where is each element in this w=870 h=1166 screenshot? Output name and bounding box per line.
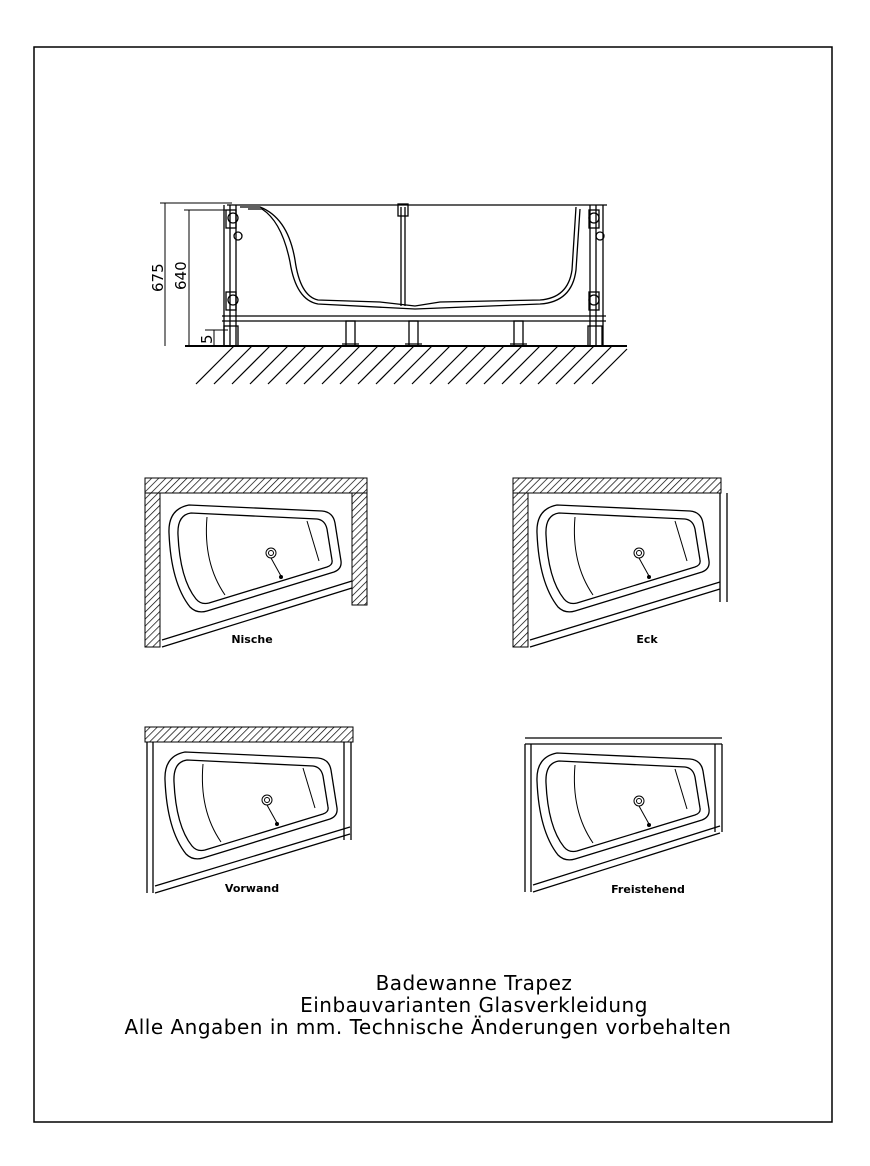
dim-675: 675 [149, 263, 167, 292]
variant-label-freistehend: Freistehend [611, 883, 685, 896]
variant-label-eck: Eck [636, 633, 658, 646]
variant-label-nische: Nische [231, 633, 272, 646]
caption-line-2: Einbauvarianten Glasverkleidung [300, 993, 648, 1017]
variant-freistehend: Freistehend [524, 737, 723, 896]
sheet-border [33, 46, 833, 1123]
dim-640: 640 [172, 261, 190, 290]
caption-line-3: Alle Angaben in mm. Technische Änderunge… [125, 1015, 732, 1039]
variant-label-vorwand: Vorwand [225, 882, 279, 895]
side-section-view: 675 640 5 [149, 202, 628, 385]
variant-eck: Eck [512, 477, 728, 648]
variant-nische: Nische [144, 477, 368, 648]
caption-line-1: Badewanne Trapez [376, 971, 573, 995]
title-block: Badewanne Trapez Einbauvarianten Glasver… [125, 971, 732, 1039]
dim-5: 5 [198, 334, 216, 344]
variant-vorwand: Vorwand [144, 726, 354, 895]
floor-hatching [195, 345, 628, 385]
